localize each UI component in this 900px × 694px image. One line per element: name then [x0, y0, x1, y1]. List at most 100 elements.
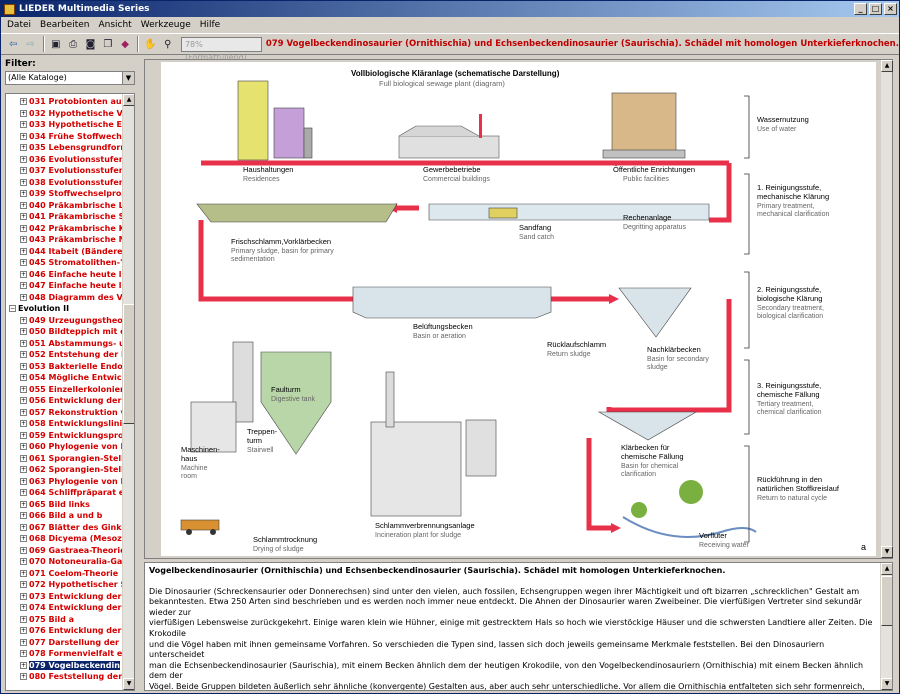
back-arrow-icon[interactable]: ⇦ — [8, 38, 18, 50]
expand-icon[interactable]: + — [20, 167, 27, 175]
expand-icon[interactable]: + — [20, 466, 27, 474]
expand-icon[interactable]: + — [20, 443, 27, 451]
tree-item[interactable]: +047 Einfache heute l — [6, 280, 124, 292]
tree-item[interactable]: +069 Gastraea-Theorie — [6, 545, 124, 557]
expand-icon[interactable]: + — [20, 535, 27, 543]
tree-item[interactable]: +042 Präkambrische K — [6, 223, 124, 235]
tree-item[interactable]: +076 Entwicklung der — [6, 625, 124, 637]
tree-item[interactable]: +057 Rekonstruktion v — [6, 407, 124, 419]
zoom-icon[interactable]: ⚲ — [164, 38, 172, 50]
expand-icon[interactable]: + — [20, 328, 27, 336]
tree-item[interactable]: +040 Präkambrische L — [6, 200, 124, 212]
scroll-down-icon[interactable]: ▼ — [881, 546, 893, 558]
tree-item[interactable]: +055 Einzellerkolonier — [6, 384, 124, 396]
tree-item[interactable]: +060 Phylogenie von E — [6, 441, 124, 453]
title-bar[interactable]: LIEDER Multimedia Series _ □ × — [1, 1, 899, 17]
expand-icon[interactable]: + — [20, 132, 27, 140]
expand-icon[interactable]: + — [20, 661, 27, 669]
menu-datei[interactable]: Datei — [7, 20, 32, 30]
expand-icon[interactable]: + — [20, 604, 27, 612]
tree-item[interactable]: +059 Entwicklungspro — [6, 430, 124, 442]
tree-item[interactable]: +072 Hypothetischer S — [6, 579, 124, 591]
menu-hilfe[interactable]: Hilfe — [199, 20, 221, 30]
scroll-up-icon[interactable]: ▲ — [881, 60, 893, 72]
tree-item[interactable]: +051 Abstammungs- u — [6, 338, 124, 350]
expand-icon[interactable]: + — [20, 236, 27, 244]
expand-icon[interactable]: + — [20, 282, 27, 290]
save-icon[interactable]: ▣ — [51, 38, 61, 50]
tree-item[interactable]: +048 Diagramm des V — [6, 292, 124, 304]
expand-icon[interactable]: + — [20, 454, 27, 462]
tree-item[interactable]: +064 Schliffpräparat e — [6, 487, 124, 499]
tree-item[interactable]: +041 Präkambrische S — [6, 211, 124, 223]
expand-icon[interactable]: + — [20, 190, 27, 198]
expand-icon[interactable]: + — [20, 213, 27, 221]
expand-icon[interactable]: + — [20, 592, 27, 600]
tree-item[interactable]: +070 Notoneuralia-Ga — [6, 556, 124, 568]
expand-icon[interactable]: + — [20, 351, 27, 359]
expand-icon[interactable]: + — [20, 270, 27, 278]
expand-icon[interactable]: + — [20, 615, 27, 623]
scroll-down-icon[interactable]: ▼ — [123, 678, 134, 690]
tree-item[interactable]: +050 Bildteppich mit e — [6, 326, 124, 338]
scroll-up-icon[interactable]: ▲ — [881, 563, 892, 575]
close-button[interactable]: × — [884, 3, 897, 15]
scroll-thumb[interactable] — [123, 304, 134, 424]
tree-item[interactable]: +065 Bild links — [6, 499, 124, 511]
expand-icon[interactable]: + — [20, 420, 27, 428]
copy-icon[interactable]: ❐ — [103, 38, 113, 50]
expand-icon[interactable]: + — [20, 431, 27, 439]
tree-item[interactable]: +056 Entwicklung der — [6, 395, 124, 407]
binoculars-icon[interactable]: ◙ — [85, 38, 96, 50]
tree-item[interactable]: +037 Evolutionsstufen — [6, 165, 124, 177]
tree-item[interactable]: +063 Phylogenie von E — [6, 476, 124, 488]
expand-icon[interactable]: + — [20, 673, 27, 681]
expand-icon[interactable]: + — [20, 121, 27, 129]
tree-group[interactable]: −Evolution II — [6, 303, 124, 315]
catalog-filter-select[interactable]: (Alle Kataloge) ▼ — [5, 71, 135, 85]
scroll-thumb[interactable] — [881, 576, 892, 626]
tree-item[interactable]: +053 Bakterielle Endo — [6, 361, 124, 373]
collapse-icon[interactable]: − — [9, 305, 16, 313]
expand-icon[interactable]: + — [20, 523, 27, 531]
tree-item[interactable]: +061 Sporangien-Stell — [6, 453, 124, 465]
text-scrollbar[interactable]: ▲ ▼ — [880, 563, 892, 690]
expand-icon[interactable]: + — [20, 385, 27, 393]
expand-icon[interactable]: + — [20, 316, 27, 324]
maximize-button[interactable]: □ — [869, 3, 882, 15]
scroll-up-icon[interactable]: ▲ — [123, 94, 134, 106]
image-scrollbar[interactable]: ▲ ▼ — [880, 60, 893, 558]
expand-icon[interactable]: + — [20, 650, 27, 658]
expand-icon[interactable]: + — [20, 408, 27, 416]
hand-icon[interactable]: ✋ — [144, 38, 157, 50]
print-icon[interactable]: ⎙ — [69, 38, 78, 50]
tree-item[interactable]: +031 Protobionten aus — [6, 96, 124, 108]
catalog-tree[interactable]: +031 Protobionten aus+032 Hypothetische … — [5, 93, 135, 691]
expand-icon[interactable]: + — [20, 155, 27, 163]
tree-item[interactable]: +062 Sporangien-Stell — [6, 464, 124, 476]
tree-item[interactable]: +036 Evolutionsstufen — [6, 154, 124, 166]
chevron-down-icon[interactable]: ▼ — [122, 72, 134, 84]
tree-item[interactable]: +033 Hypothetische E — [6, 119, 124, 131]
tree-item[interactable]: +049 Urzeugungstheo — [6, 315, 124, 327]
tree-item[interactable]: +045 Stromatolithen-"A — [6, 257, 124, 269]
expand-icon[interactable]: + — [20, 500, 27, 508]
expand-icon[interactable]: + — [20, 339, 27, 347]
tree-item[interactable]: +034 Frühe Stoffwech — [6, 131, 124, 143]
expand-icon[interactable]: + — [20, 558, 27, 566]
scroll-down-icon[interactable]: ▼ — [881, 678, 892, 690]
tree-item[interactable]: +079 Vogelbeckendin — [6, 660, 124, 672]
expand-icon[interactable]: + — [20, 224, 27, 232]
tree-item[interactable]: +074 Entwicklung der — [6, 602, 124, 614]
tree-item[interactable]: +080 Feststellung der — [6, 671, 124, 683]
tree-item[interactable]: +058 Entwicklungslinie — [6, 418, 124, 430]
expand-icon[interactable]: + — [20, 144, 27, 152]
expand-icon[interactable]: + — [20, 627, 27, 635]
tree-item[interactable]: +043 Präkambrische M — [6, 234, 124, 246]
tree-item[interactable]: +067 Blätter des Ginkg — [6, 522, 124, 534]
tree-item[interactable]: +054 Mögliche Entwic — [6, 372, 124, 384]
forward-arrow-icon[interactable]: ⇨ — [26, 38, 35, 50]
tree-item[interactable]: +044 Itabeit (Bänderei — [6, 246, 124, 258]
tree-item[interactable]: +073 Entwicklung der — [6, 591, 124, 603]
tree-item[interactable]: +038 Evolutionsstufen — [6, 177, 124, 189]
